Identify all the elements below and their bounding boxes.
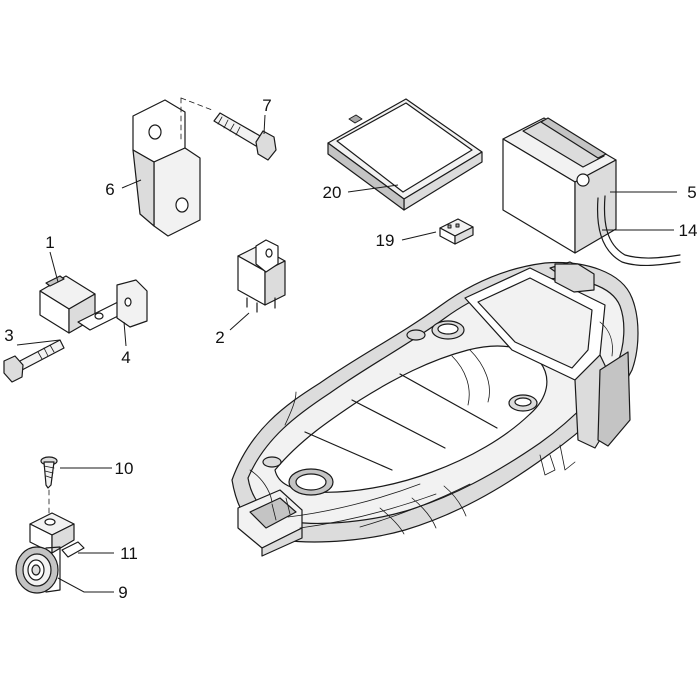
- leader-4: [123, 321, 127, 347]
- part-20-battery-cover: [327, 98, 483, 211]
- part-14-breather-hose: [596, 195, 681, 267]
- leader-3: [16, 339, 61, 346]
- callout-6: 6: [105, 180, 114, 199]
- callout-4: 4: [121, 348, 130, 367]
- part-11-horn-bracket: [29, 512, 85, 558]
- leader-20: [347, 184, 399, 193]
- leader-19: [401, 231, 437, 241]
- part-1-relay: [39, 275, 96, 334]
- callout-7: 7: [262, 96, 271, 115]
- part-5-battery: [502, 117, 617, 254]
- leader-1: [49, 251, 59, 283]
- part-3-bolt: [3, 339, 65, 383]
- callout-11: 11: [120, 544, 138, 563]
- part-6-bracket: [132, 97, 213, 237]
- callout-3: 3: [4, 326, 13, 345]
- callout-19: 19: [376, 231, 395, 250]
- part-4-relay-bracket: [77, 279, 148, 331]
- underseat-compartment-tray: [231, 261, 639, 557]
- leader-lines: [16, 114, 677, 593]
- part-7-bolt: [213, 112, 277, 161]
- callout-14: 14: [679, 221, 698, 240]
- callout-20: 20: [323, 183, 342, 202]
- leader-6: [121, 179, 142, 189]
- callout-labels: 1 2 3 4 5 6 7 9 10 11 14 19 20: [4, 96, 697, 602]
- leader-7: [263, 114, 266, 135]
- leader-9: [57, 577, 114, 593]
- callout-2: 2: [215, 328, 224, 347]
- callout-1: 1: [45, 233, 54, 252]
- leader-2: [229, 312, 250, 331]
- part-2-relay: [237, 239, 286, 313]
- part-10-screw: [40, 456, 58, 531]
- part-19-fuse: [439, 218, 474, 245]
- callout-9: 9: [118, 583, 127, 602]
- callout-10: 10: [115, 459, 134, 478]
- part-9-horn: [15, 546, 61, 594]
- callout-5: 5: [687, 183, 696, 202]
